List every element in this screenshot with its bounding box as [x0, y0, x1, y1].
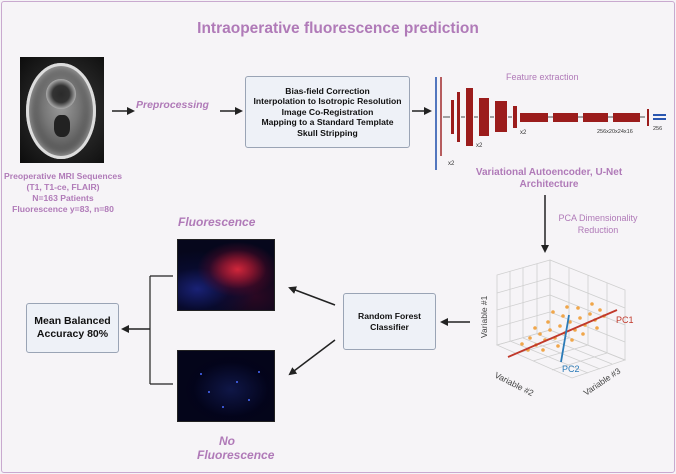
mri-caption-line-3: N=163 Patients: [32, 193, 94, 203]
mri-caption: Preoperative MRI Sequences (T1, T1-ce, F…: [0, 171, 126, 215]
network-diagram: [435, 77, 666, 170]
dims-label: 256x20x24x16: [597, 129, 633, 135]
arrow-to-no-fluorescence: [288, 339, 336, 376]
preprocessing-steps-box: Bias-field Correction Interpolation to I…: [245, 76, 410, 148]
figure-title: Intraoperative fluorescence prediction: [197, 20, 479, 37]
result-bracket: [149, 275, 173, 385]
pc2-line: [560, 314, 570, 363]
x2-label-2: x2: [476, 143, 483, 149]
step-2: Interpolation to Isotropic Resolution: [253, 96, 402, 107]
fluorescence-label: Fluorescence: [178, 215, 256, 229]
step-3: Image Co-Registration: [281, 106, 374, 117]
arrow-to-fluorescence: [288, 286, 336, 306]
network-caption: Variational Autoencoder, U-Net Architect…: [475, 167, 623, 190]
mri-caption-line-2: (T1, T1-ce, FLAIR): [26, 182, 100, 192]
mri-image: [20, 57, 104, 163]
pc1-label: PC1: [616, 315, 634, 325]
mri-caption-line-4: Fluorescence y=83, n=80: [12, 204, 114, 214]
pca-label: PCA Dimensionality Reduction: [558, 213, 638, 235]
no-fluorescence-label: No Fluorescence: [197, 434, 275, 462]
step-1: Bias-field Correction: [285, 85, 370, 96]
mri-caption-line-1: Preoperative MRI Sequences: [4, 171, 122, 181]
pc1-line: [507, 309, 618, 358]
pc2-label: PC2: [562, 364, 580, 374]
no-fluorescence-image: [177, 350, 275, 422]
axis-variable-1: Variable #1: [479, 295, 489, 338]
fluorescence-image: [177, 239, 275, 311]
x2-label-3: x2: [520, 130, 527, 136]
accuracy-box: Mean Balanced Accuracy 80%: [26, 303, 119, 353]
random-forest-label: Random Forest Classifier: [357, 310, 422, 332]
preprocessing-label: Preprocessing: [136, 99, 209, 111]
output-size-label: 256: [653, 126, 662, 132]
axis-variable-3: Variable #3: [582, 366, 623, 398]
x2-label-1: x2: [448, 161, 455, 167]
axis-variable-2: Variable #2: [493, 370, 536, 398]
feature-extraction-label: Feature extraction: [506, 72, 579, 82]
step-4: Mapping to a Standard Template: [261, 117, 394, 128]
random-forest-box: Random Forest Classifier: [343, 293, 436, 350]
pca-3d-plot: [495, 259, 627, 379]
step-5: Skull Stripping: [297, 127, 358, 138]
accuracy-label: Mean Balanced Accuracy 80%: [34, 315, 111, 340]
pca-points: [520, 302, 606, 352]
